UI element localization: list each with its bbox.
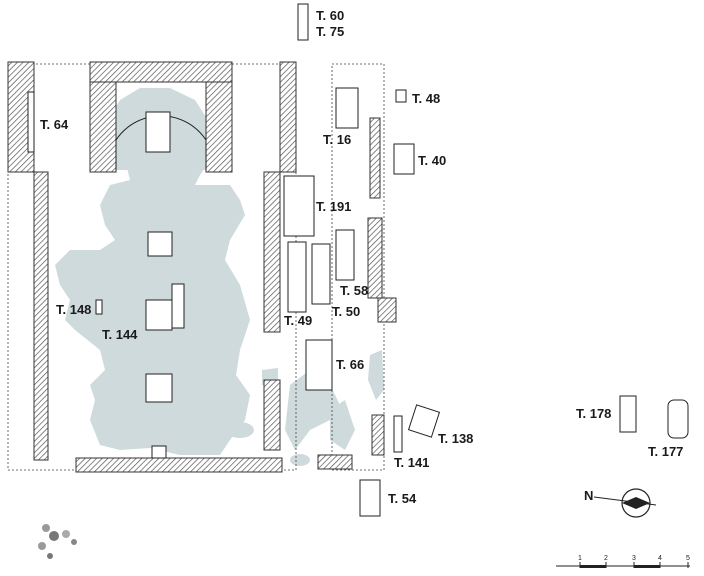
pillar-base [147,231,173,257]
tomb-label: T. 178 [576,406,611,421]
tomb-label: T. 50 [332,304,360,319]
scale-tick: 4 [658,555,662,562]
tomb-191-grave [283,175,315,237]
stone-cluster [171,283,185,329]
tomb-label: T. 49 [284,313,312,328]
tomb-178-grave [619,395,637,433]
rubble-fragment [38,524,77,559]
tomb-label: T. 40 [418,153,446,168]
tomb-148-pit [95,299,103,315]
tomb-48-grave [395,89,407,103]
north-label: N [584,488,593,503]
north-arrow: N [584,488,657,518]
tomb-label: T. 138 [438,431,473,446]
tomb-labels: T. 60 T. 75 T. 48 T. 64 T. 16 T. 40 T. 1… [40,8,683,506]
apse-altar [145,111,171,153]
scale-tick: 5 [686,555,690,562]
tomb-label: T. 60 [316,8,344,23]
pillar-base [145,299,173,331]
tomb-label: T. 58 [340,283,368,298]
tomb-60-grave [297,3,309,41]
tomb-177-grave [667,399,689,439]
tomb-label: T. 66 [336,357,364,372]
scale-tick: 2 [604,555,608,562]
scale-bar: 1 2 3 4 5 [556,555,690,568]
tomb-label: T. 54 [388,491,417,506]
tomb-40-grave [393,143,415,175]
pillar-base [145,373,173,403]
tomb-66-grave [305,339,333,391]
scale-tick: 1 [578,555,582,562]
tomb-50-grave [311,243,331,305]
tomb-138-grave [407,404,441,438]
tomb-58-grave [335,229,355,281]
tomb-label: T. 191 [316,199,351,214]
tomb-141-grave [393,415,403,453]
tomb-64-grave [27,91,35,153]
tomb-label: T. 64 [40,117,69,132]
pillar-base [151,445,167,459]
tomb-label: T. 16 [323,132,351,147]
walls [7,61,397,473]
tomb-label: T. 148 [56,302,91,317]
tomb-label: T. 144 [102,327,138,342]
floor-remains [55,88,384,466]
tomb-16-grave [335,87,359,129]
tomb-54-grave [359,479,381,517]
tomb-label: T. 141 [394,455,429,470]
tomb-49-grave [287,241,307,313]
tomb-label: T. 75 [316,24,344,39]
annex-outline [331,63,385,471]
scale-tick: 3 [632,555,636,562]
tomb-label: T. 48 [412,91,440,106]
tomb-label: T. 177 [648,444,683,459]
